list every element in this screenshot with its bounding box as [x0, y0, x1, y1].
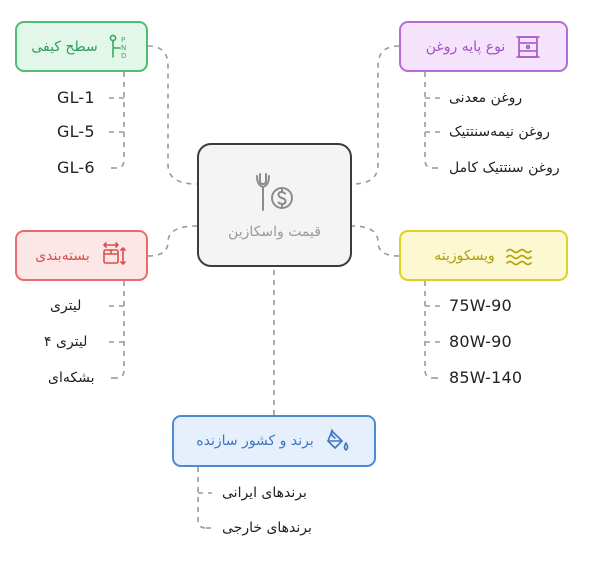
connector-pack [147, 225, 198, 257]
branch-label-quality-level: سطح کیفی [31, 38, 98, 55]
leaf-oil-base: روغن نیمه‌سنتتیک [449, 124, 550, 140]
gear-shift-icon: P N D [108, 34, 132, 60]
branch-node-viscosity[interactable]: ویسکوزیته [399, 230, 568, 281]
connector-level-leaves [115, 72, 125, 169]
leaf-viscosity: 85W-140 [449, 368, 523, 387]
connector-base-leaves [424, 72, 434, 169]
branch-label-packaging: بسته‌بندی [35, 247, 90, 264]
leaf-brand: برندهای ایرانی [222, 485, 307, 501]
connector-level [147, 45, 198, 185]
paint-bucket-icon [324, 427, 352, 455]
branch-node-quality-level[interactable]: سطح کیفی P N D [15, 21, 148, 72]
leaf-packaging: بشکه‌ای [48, 370, 95, 386]
branch-label-oil-base: نوع پایه روغن [425, 38, 506, 55]
svg-text:D: D [121, 52, 126, 60]
leaf-quality-level: GL-1 [57, 88, 95, 107]
svg-text:N: N [121, 44, 126, 52]
leaf-viscosity: 75W-90 [449, 296, 512, 315]
leaf-quality-level: GL-6 [57, 158, 95, 177]
connector-brand-leaves [197, 467, 207, 529]
central-topic-node[interactable]: قیمت واسکازین [197, 143, 352, 267]
oil-barrel-icon [515, 34, 541, 60]
waves-icon [505, 245, 533, 267]
branch-label-brand: برند و کشور سازنده [196, 433, 314, 449]
central-topic-label: قیمت واسکازین [228, 224, 321, 240]
leaf-viscosity: 80W-90 [449, 332, 512, 351]
connector-visc [351, 225, 400, 257]
leaf-packaging: لیتری ۴ [44, 334, 88, 350]
branch-node-brand[interactable]: برند و کشور سازنده [172, 415, 376, 467]
branch-node-packaging[interactable]: بسته‌بندی [15, 230, 148, 281]
connector-pack-leaves [115, 281, 125, 379]
branch-node-oil-base[interactable]: نوع پایه روغن [399, 21, 568, 72]
leaf-oil-base: روغن معدنی [449, 90, 523, 106]
svg-text:P: P [121, 36, 125, 44]
connector-visc-leaves [424, 281, 434, 379]
connector-base [351, 45, 400, 185]
branch-label-viscosity: ویسکوزیته [434, 247, 495, 264]
package-resize-icon [100, 241, 128, 270]
leaf-packaging: لیتری [50, 298, 82, 314]
leaf-oil-base: روغن سنتتیک کامل [449, 160, 560, 176]
leaf-brand: برندهای خارجی [222, 520, 312, 536]
leaf-quality-level: GL-5 [57, 122, 95, 141]
wrench-dollar-icon [252, 170, 298, 216]
